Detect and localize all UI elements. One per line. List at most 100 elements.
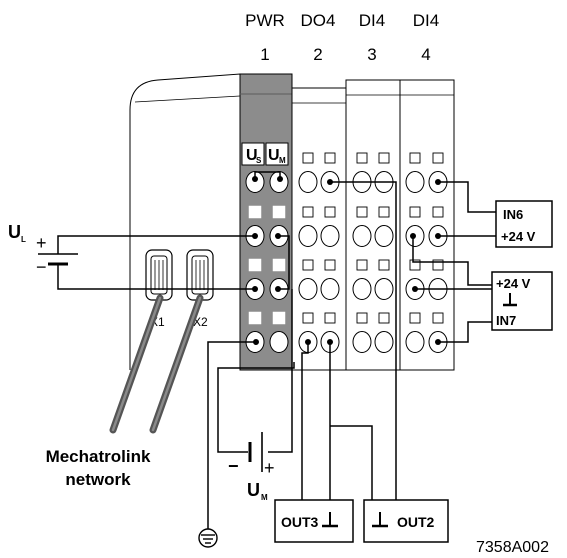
um-subscript-bottom: M — [261, 493, 268, 502]
terminal-square — [356, 206, 368, 218]
terminal-square — [248, 311, 262, 325]
um-plus: + — [264, 458, 275, 478]
header-di4-a: DI4 — [359, 11, 385, 30]
earth-wiring — [198, 341, 256, 548]
terminal-square — [356, 152, 368, 164]
ground-icon-out3 — [322, 512, 338, 528]
terminal-square — [378, 152, 390, 164]
module-do4 — [291, 87, 347, 371]
um-subscript: M — [279, 156, 286, 165]
terminal-square — [302, 259, 314, 271]
um-negative-wire — [278, 235, 290, 290]
pwr-wiring — [254, 171, 290, 290]
in6-box: IN6 +24 V — [495, 200, 553, 248]
terminal-clamp — [298, 171, 318, 193]
in7-label: IN7 — [496, 313, 516, 328]
terminal-square — [432, 259, 444, 271]
terminal-square — [356, 259, 368, 271]
terminal-clamp — [374, 331, 394, 353]
power-label-um: U M — [265, 142, 289, 166]
ul-plus: + — [36, 233, 47, 253]
input-wiring — [412, 181, 496, 343]
ul-positive-wire — [57, 235, 255, 254]
terminal-square — [432, 312, 444, 324]
out2-box: OUT2 — [363, 499, 449, 543]
module-headers: PWR DO4 DI4 DI4 1 2 3 4 — [245, 11, 439, 64]
terminal-clamp — [352, 331, 372, 353]
terminal-clamp — [374, 225, 394, 247]
terminal-square — [302, 312, 314, 324]
module-number-4: 4 — [421, 45, 430, 64]
terminal-square — [378, 259, 390, 271]
v24a-label: +24 V — [501, 229, 536, 244]
terminal-clamp — [298, 278, 318, 300]
v24b-wire — [412, 236, 492, 286]
module-di4-a — [345, 79, 401, 371]
module-number-1: 1 — [260, 45, 269, 64]
terminal-square — [378, 312, 390, 324]
terminal-square — [409, 312, 421, 324]
terminal-square — [302, 206, 314, 218]
us-subscript: S — [256, 156, 262, 165]
um-label: U — [268, 147, 280, 164]
terminal-square — [432, 206, 444, 218]
out2-label: OUT2 — [397, 514, 435, 530]
ground-icon-in7 — [503, 293, 517, 307]
common-ground-link — [330, 425, 373, 500]
header-di4-b: DI4 — [413, 11, 439, 30]
in7-box: +24 V IN7 — [491, 271, 553, 331]
terminal-square — [248, 205, 262, 219]
terminal-square — [324, 259, 336, 271]
terminal-square — [324, 206, 336, 218]
terminal-square — [272, 311, 286, 325]
terminal-square — [248, 258, 262, 272]
terminal-clamp — [374, 278, 394, 300]
power-label-us: U S — [241, 142, 265, 166]
terminal-clamp — [320, 278, 340, 300]
header-pwr: PWR — [245, 11, 285, 30]
terminal-square — [324, 312, 336, 324]
header-do4: DO4 — [301, 11, 336, 30]
terminal-square — [409, 259, 421, 271]
earth-icon — [198, 528, 218, 548]
network-label-line1: Mechatrolink — [46, 447, 151, 466]
ul-subscript: L — [21, 235, 26, 244]
terminal-clamp — [298, 225, 318, 247]
terminal-clamp — [269, 331, 289, 353]
v24b-label: +24 V — [496, 276, 531, 291]
ul-supply: U L + − — [8, 222, 255, 290]
terminal-clamp — [352, 225, 372, 247]
us-um-bridge — [254, 171, 281, 179]
do4-out3-wire — [301, 342, 309, 500]
in6-wire — [438, 181, 496, 213]
terminal-square — [432, 152, 444, 164]
terminal-square — [272, 258, 286, 272]
terminal-square — [272, 205, 286, 219]
in7-wire — [438, 321, 492, 343]
ul-label: U — [8, 222, 21, 242]
terminal-clamp — [269, 171, 289, 193]
um-label-bottom: U — [247, 480, 260, 500]
terminal-square — [356, 312, 368, 324]
terminal-clamp — [405, 171, 425, 193]
do4-out2-wire — [330, 181, 397, 500]
terminal-square — [302, 152, 314, 164]
um-positive-wire — [268, 289, 293, 453]
housing-ridge — [134, 95, 241, 103]
ul-negative-wire — [57, 264, 255, 290]
out3-box: OUT3 — [274, 499, 354, 543]
port-x2: X2 — [186, 249, 214, 329]
terminal-square — [378, 206, 390, 218]
us-label: U — [246, 147, 258, 164]
mechatrolink-cables — [109, 294, 204, 434]
in6-label: IN6 — [503, 207, 523, 222]
module-number-3: 3 — [367, 45, 376, 64]
ul-minus: − — [36, 257, 47, 277]
terminal-clamp — [352, 278, 372, 300]
module-number-2: 2 — [313, 45, 322, 64]
um-minus: − — [228, 456, 239, 476]
terminal-square — [409, 206, 421, 218]
ground-icon-out2 — [372, 512, 388, 528]
terminal-square — [324, 152, 336, 164]
